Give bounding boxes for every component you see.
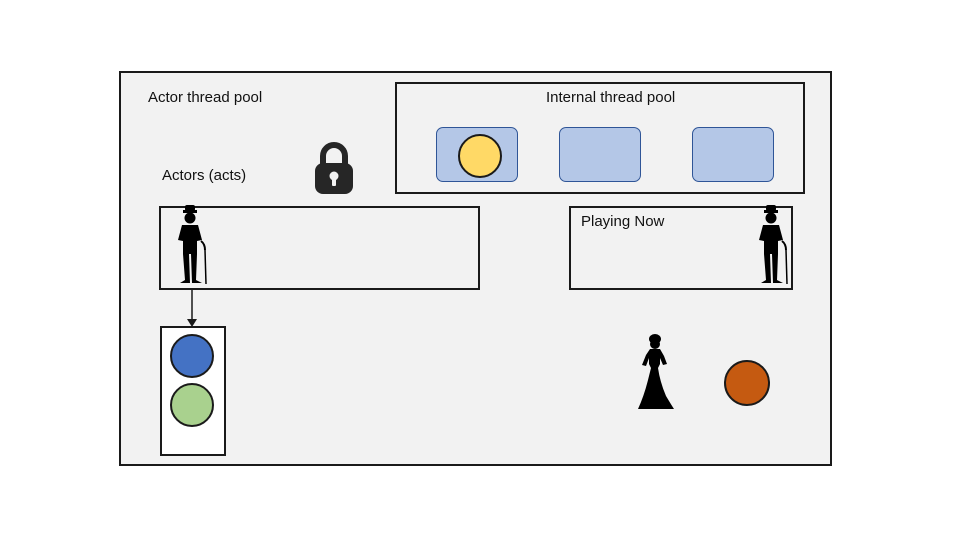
yellow-message-circle xyxy=(458,134,502,178)
actors-box xyxy=(159,206,480,290)
actor-thread-pool-label: Actor thread pool xyxy=(148,89,263,106)
thread-slot-3 xyxy=(692,127,774,182)
green-message-circle xyxy=(170,383,214,427)
arrow-to-mailbox xyxy=(186,290,198,328)
internal-thread-pool-label: Internal thread pool xyxy=(546,89,676,106)
actors-label: Actors (acts) xyxy=(162,167,247,184)
actor-silhouette-icon xyxy=(174,205,210,286)
blue-message-circle xyxy=(170,334,214,378)
playing-now-box xyxy=(569,206,793,290)
playing-now-label: Playing Now xyxy=(581,213,665,230)
actor-silhouette-playing-icon xyxy=(755,205,791,286)
lock-icon xyxy=(313,141,355,195)
orange-message-circle xyxy=(724,360,770,406)
actress-silhouette-icon xyxy=(636,334,676,412)
thread-slot-2 xyxy=(559,127,641,182)
